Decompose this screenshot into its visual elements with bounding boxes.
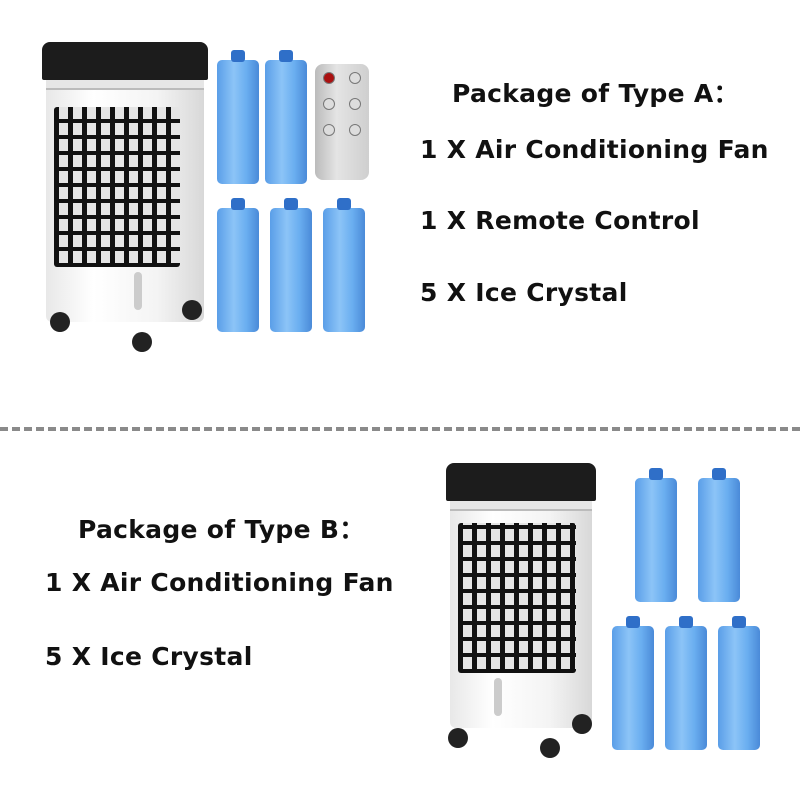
ice-crystal <box>270 198 312 332</box>
package-b-title: Package of Type B： <box>78 515 365 544</box>
package-b-item: 1 X Air Conditioning Fan <box>45 568 394 597</box>
ice-crystal <box>635 468 677 602</box>
package-a-title: Package of Type A： <box>452 79 739 108</box>
ice-crystal <box>217 198 259 332</box>
ice-crystal <box>698 468 740 602</box>
package-a-item: 1 X Air Conditioning Fan <box>420 135 769 164</box>
ice-crystal <box>217 50 259 184</box>
package-b-item: 5 X Ice Crystal <box>45 642 253 671</box>
package-a-item: 5 X Ice Crystal <box>420 278 628 307</box>
package-a-item: 1 X Remote Control <box>420 206 700 235</box>
ice-crystal <box>665 616 707 750</box>
ice-crystal <box>718 616 760 750</box>
ice-crystal <box>265 50 307 184</box>
dashed-divider <box>0 427 800 431</box>
ice-crystal <box>323 198 365 332</box>
remote-control <box>315 64 369 180</box>
ice-crystal <box>612 616 654 750</box>
air-conditioning-fan <box>42 42 208 322</box>
air-conditioning-fan <box>446 463 596 728</box>
